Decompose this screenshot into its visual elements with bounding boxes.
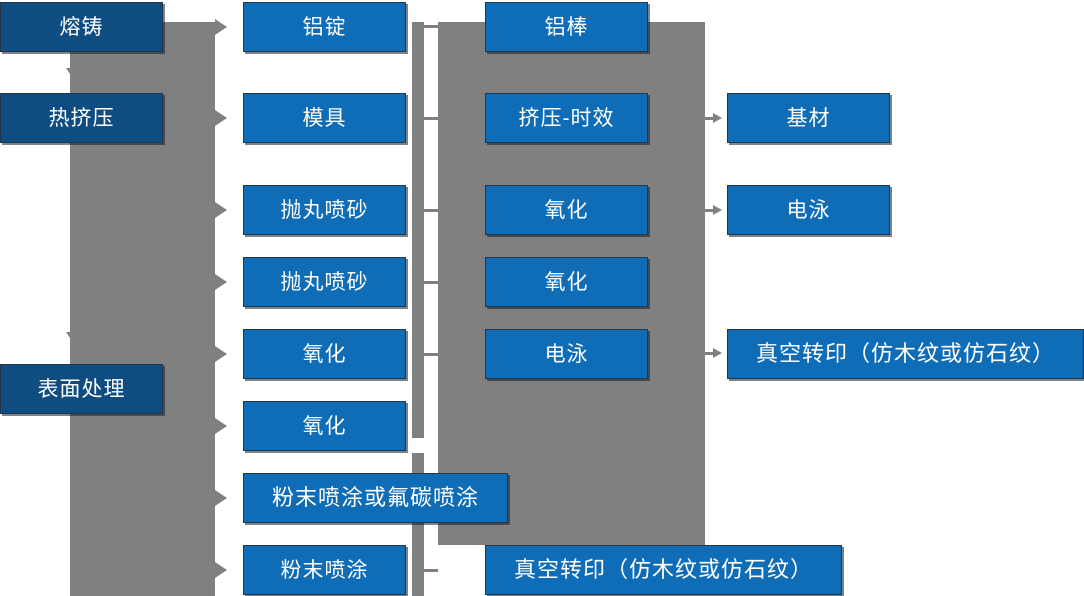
arrow-to-output-1 — [713, 113, 722, 123]
node-shot-blasting-1[interactable]: 抛丸喷砂 — [243, 185, 406, 235]
arrow-line-out-2 — [705, 209, 715, 212]
arrow-down-smelting — [66, 68, 82, 80]
arrow-to-node-6 — [215, 418, 227, 434]
arrow-to-node-3 — [215, 202, 227, 218]
rung-3 — [424, 209, 438, 212]
arrow-to-node-8 — [215, 562, 227, 578]
bar-break — [410, 438, 426, 453]
connector-line-surface-treatment — [163, 388, 185, 390]
node-oxidation-col2-1[interactable]: 氧化 — [243, 329, 406, 379]
node-vacuum-transfer-print-right[interactable]: 真空转印（仿木纹或仿石纹） — [727, 329, 1084, 379]
node-powder-or-pvdf-coating[interactable]: 粉末喷涂或氟碳喷涂 — [243, 473, 508, 523]
node-aluminium-bar[interactable]: 铝棒 — [485, 2, 648, 52]
arrow-to-node-1 — [215, 19, 227, 35]
node-shot-blasting-2[interactable]: 抛丸喷砂 — [243, 257, 406, 307]
node-vacuum-transfer-print-bottom[interactable]: 真空转印（仿木纹或仿石纹） — [485, 545, 842, 595]
node-powder-coating[interactable]: 粉末喷涂 — [243, 545, 406, 595]
node-surface-treatment[interactable]: 表面处理 — [0, 364, 163, 414]
rung-6 — [424, 569, 438, 572]
rung-5 — [424, 353, 438, 356]
rung-4 — [424, 281, 438, 284]
rung-1 — [424, 25, 438, 28]
node-aluminium-ingot[interactable]: 铝锭 — [243, 2, 406, 52]
arrow-line-out-3 — [705, 352, 715, 355]
node-electrophoresis-out[interactable]: 电泳 — [727, 185, 890, 235]
node-base-material[interactable]: 基材 — [727, 93, 890, 143]
node-oxidation-col3-1[interactable]: 氧化 — [485, 185, 648, 235]
node-extrusion-aging[interactable]: 挤压-时效 — [485, 93, 648, 143]
arrow-line-out-1 — [705, 117, 715, 120]
node-electrophoresis-col3[interactable]: 电泳 — [485, 329, 648, 379]
arrow-to-output-3 — [713, 348, 722, 358]
arrow-to-node-2 — [215, 110, 227, 126]
node-mould[interactable]: 模具 — [243, 93, 406, 143]
arrow-down-extrusion — [66, 332, 82, 344]
arrow-to-node-5 — [215, 346, 227, 362]
node-hot-extrusion[interactable]: 热挤压 — [0, 93, 163, 143]
node-smelting[interactable]: 熔铸 — [0, 2, 163, 52]
node-oxidation-col3-2[interactable]: 氧化 — [485, 257, 648, 307]
connector-gap-middle — [424, 22, 438, 596]
arrow-to-node-7 — [215, 490, 227, 506]
arrow-to-node-4 — [215, 274, 227, 290]
rung-2 — [424, 117, 438, 120]
node-oxidation-col2-2[interactable]: 氧化 — [243, 401, 406, 451]
arrow-to-output-2 — [713, 205, 722, 215]
